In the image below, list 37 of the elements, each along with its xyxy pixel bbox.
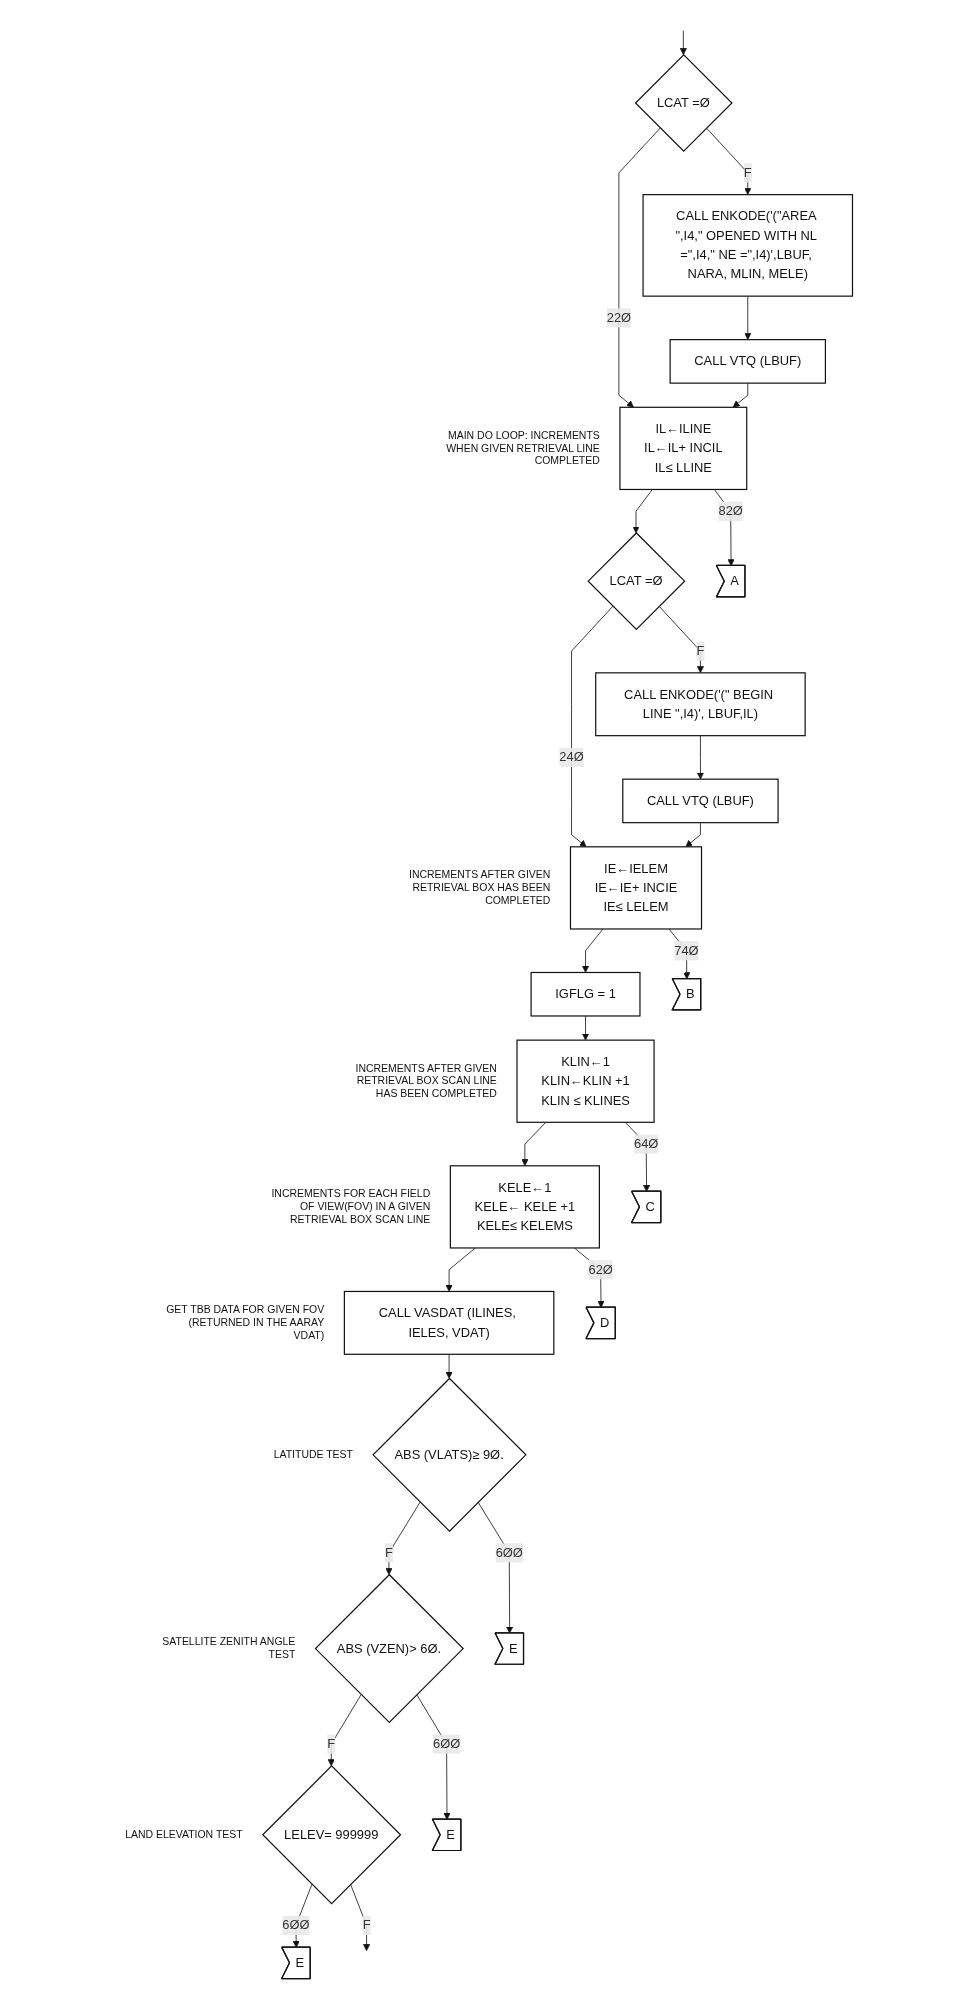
annotation-text: LAND ELEVATION TEST [124, 1829, 243, 1840]
node-box: CALL VTQ (LBUF) [669, 339, 826, 384]
node-diamond: LELEV= 999999 [261, 1765, 401, 1905]
node-diamond: LCAT =Ø [634, 53, 733, 152]
node-box: CALL VASDAT (ILINES, IELES, VDAT) [343, 1290, 554, 1355]
edge-label: 74Ø [673, 943, 699, 958]
edge-label: 62Ø [587, 1262, 613, 1277]
annotation-text: LATITUDE TEST [273, 1449, 353, 1461]
annotation-text: INCREMENTS FOR EACH FIELD OF VIEW(FOV) IN A GIVEN RETRIEVAL BOX SCAN LINE [270, 1188, 430, 1225]
annotation-text: SATELLITE ZENITH ANGLE TEST [161, 1636, 295, 1661]
annotation-text: INCREMENTS AFTER GIVEN RETRIEVAL BOX HAS BEEN COMPLETED [408, 869, 550, 906]
annotation-text: MAIN DO LOOP: INCREMENTS WHEN GIVEN RETRIEVAL LINE COMPLETED [445, 429, 600, 467]
edge-label: 22Ø [606, 310, 631, 325]
edge-label: F [326, 1736, 335, 1751]
node-diamond: ABS (VLATS)≥ 9Ø. [371, 1377, 527, 1533]
node-box: IE←IELEM IE←IE+ INCIE IE≤ LELEM [569, 846, 702, 930]
edge-label: F [696, 643, 704, 658]
edge-label: 6ØØ [281, 1918, 310, 1932]
node-diamond: LCAT =Ø [586, 532, 685, 631]
node-box: CALL VTQ (LBUF) [621, 778, 779, 824]
node-box: KELE←1 KELE← KELE +1 KELE≤ KELEMS [449, 1165, 600, 1249]
edge-label: 6ØØ [432, 1736, 460, 1751]
node-box: IGFLG = 1 [530, 971, 641, 1017]
node-box: IL←ILINE IL←IL+ INCIL IL≤ LLINE [618, 406, 747, 491]
edge-label: 82Ø [717, 503, 743, 518]
node-box: CALL ENKODE('("AREA ",I4," OPENED WITH NL =",I4," NE =",I4)',LBUF, NARA, MLIN, MELE) [641, 194, 853, 297]
edge-label: 6ØØ [495, 1545, 523, 1560]
edge-label: F [384, 1545, 393, 1560]
node-box: KLIN←1 KLIN←KLIN +1 KLIN ≤ KLINES [515, 1039, 655, 1123]
node-diamond: ABS (VZEN)> 6Ø. [314, 1573, 464, 1724]
node-box: CALL ENKODE('(" BEGIN LINE ",I4)', LBUF,IL) [594, 672, 806, 737]
edge-label: 64Ø [633, 1136, 658, 1151]
edge-label: F [362, 1918, 371, 1932]
edge-label: 24Ø [558, 750, 584, 764]
annotation-text: INCREMENTS AFTER GIVEN RETRIEVAL BOX SCAN LINE HAS BEEN COMPLETED [355, 1062, 497, 1100]
edge-label: F [743, 165, 752, 180]
annotation-text: GET TBB DATA FOR GIVEN FOV (RETURNED IN THE AARAY VDAT) [165, 1304, 324, 1341]
